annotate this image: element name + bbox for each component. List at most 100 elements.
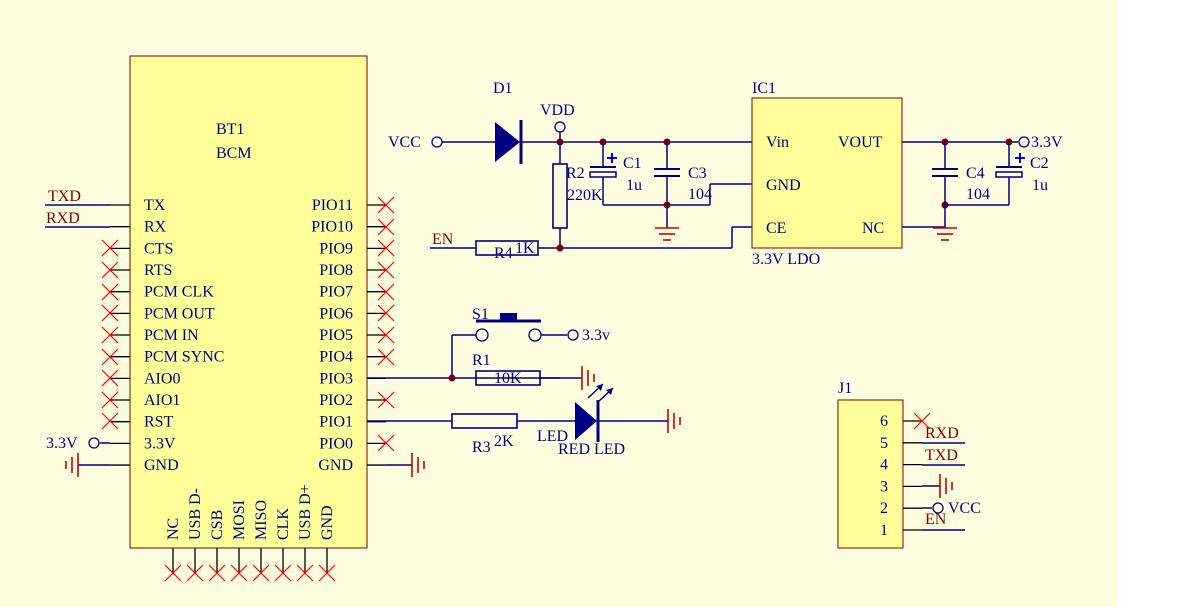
power-port-3v3-bt1 (88, 437, 100, 449)
net-3v3-switch: 3.3v (582, 327, 610, 344)
c1-value: 1u (626, 177, 642, 194)
en-label-left: EN (432, 231, 454, 248)
j1-body (837, 399, 904, 549)
bt1-right-pins: PIO11PIO10PIO9PIO8PIO7PIO6PIO5PIO4PIO3PI… (311, 197, 386, 474)
ic1-ref: IC1 (752, 80, 776, 97)
s1-ref: S1 (472, 306, 489, 323)
bt1-right-pin-label: PIO6 (319, 305, 353, 322)
r2-ref: R2 (566, 165, 585, 182)
bt1-bottom-pin-label: USB D- (187, 488, 204, 540)
net-3v3-bt1: 3.3V (46, 435, 78, 452)
bt1-left-pin-label: RX (144, 219, 167, 236)
bt1-ref: BT1 (216, 121, 244, 138)
bt1-bottom-pin-label: USB D+ (297, 484, 314, 540)
bt1-left-pin-label: CTS (144, 240, 173, 257)
switch-section: S1 3.3v R1 10K (367, 306, 610, 391)
bt1-right-pin-label: PIO10 (311, 219, 353, 236)
j1-nets: RXD TXD VCC EN (913, 412, 981, 531)
en-label-j1: EN (925, 511, 947, 528)
rxd-label-j1: RXD (925, 425, 959, 442)
c3-value: 104 (688, 186, 712, 203)
txd-rxd-nets: TXD RXD (45, 188, 110, 228)
capacitor-c3[interactable]: C3 104 (654, 142, 712, 205)
vcc-port-j1 (932, 502, 944, 514)
resistor-r2[interactable]: R2 220K (552, 142, 603, 248)
power-input-section: VCC D1 VDD R2 220K (388, 80, 752, 262)
bt1-right-pin-label: PIO0 (319, 435, 353, 452)
bt1-power-left: 3.3V (46, 435, 110, 478)
bt1-bottom-pin-label: CSB (209, 510, 226, 540)
vcc-label: VCC (388, 134, 421, 151)
r1-value: 10K (494, 370, 522, 387)
bt1-left-pin-label: PCM IN (144, 327, 199, 344)
bt1-left-pin-label: PCM SYNC (144, 349, 224, 366)
ic1-pin-gnd: GND (766, 177, 801, 194)
bt1-gnd-right (386, 452, 425, 478)
bt1-right-pin-label: PIO2 (319, 392, 353, 409)
r4-value: 1K (515, 240, 535, 257)
bt1-left-pin-label: AIO1 (144, 392, 180, 409)
bt1-right-pin-label: PIO4 (319, 349, 353, 366)
bt1-value: BCM (216, 145, 252, 162)
vcc-label-j1: VCC (948, 500, 981, 517)
vdd-label: VDD (540, 102, 575, 119)
resistor-r4[interactable]: R4 1K (475, 240, 539, 262)
bt1-left-pin-label: GND (144, 457, 179, 474)
bt1-right-pin-label: PIO11 (312, 197, 353, 214)
r3-value: 2K (494, 433, 514, 450)
bt1-bottom-pin-label: MOSI (231, 500, 248, 540)
bt1-right-pin-label: PIO3 (319, 370, 353, 387)
bt1-right-pin-label: PIO9 (319, 240, 353, 257)
bt1-body (129, 55, 368, 549)
output-section: 3.3V C4 104 C2 1u (902, 134, 1063, 241)
ic1-pin-vout: VOUT (838, 134, 883, 151)
c1-ref: C1 (623, 155, 642, 172)
txd-label-left: TXD (48, 188, 81, 205)
bt1-left-pin-label: TX (144, 197, 166, 214)
switch-3v3-port (567, 329, 579, 341)
switch-s1[interactable]: S1 (472, 306, 542, 342)
bt1-right-pin-label: GND (318, 457, 353, 474)
capacitor-c1[interactable]: C1 1u (589, 142, 642, 205)
vout-port (1018, 136, 1030, 148)
resistor-r1[interactable]: R1 10K (472, 352, 541, 387)
margin-area (1118, 0, 1178, 607)
diode-d1[interactable]: D1 (493, 80, 523, 164)
r4-ref: R4 (494, 245, 513, 262)
ic1-pin-ce: CE (766, 220, 786, 237)
bt1-bottom-pin-label: GND (319, 505, 336, 540)
c4-ref: C4 (966, 165, 985, 182)
bt1-right-pin-label: PIO7 (319, 284, 353, 301)
txd-label-j1: TXD (925, 447, 958, 464)
capacitor-c4[interactable]: C4 104 (932, 142, 990, 228)
bt1-right-pin-label: PIO5 (319, 327, 353, 344)
bt1-left-pin-label: PCM OUT (144, 305, 215, 322)
bt1-right-pin-label: PIO8 (319, 262, 353, 279)
r3-ref: R3 (472, 439, 491, 456)
ic1-pin-vin: Vin (766, 134, 789, 151)
ic1-ldo[interactable]: IC1 3.3V LDO Vin GND CE VOUT NC (751, 80, 903, 268)
c3-ref: C3 (688, 165, 707, 182)
ic1-body (751, 97, 903, 249)
bt1-bottom-pin-label: CLK (275, 508, 292, 540)
led-ref: LED (537, 428, 568, 445)
j1-pin-number: 6 (880, 413, 888, 430)
bt1-left-pin-label: 3.3V (144, 435, 176, 452)
bt1-bottom-pin-label: NC (165, 518, 182, 540)
j1-pin-number: 3 (880, 478, 888, 495)
bt1-left-pin-label: RTS (144, 262, 172, 279)
c2-value: 1u (1032, 177, 1048, 194)
j1-ref: J1 (838, 380, 852, 397)
capacitor-c2[interactable]: C2 1u (995, 142, 1049, 205)
bt1-right-pin-label: PIO1 (319, 414, 353, 431)
c4-value: 104 (966, 186, 990, 203)
j1-pin-number: 4 (880, 457, 888, 474)
bt1-left-pin-label: AIO0 (144, 370, 180, 387)
r2-value: 220K (567, 187, 603, 204)
r1-ref: R1 (472, 352, 491, 369)
